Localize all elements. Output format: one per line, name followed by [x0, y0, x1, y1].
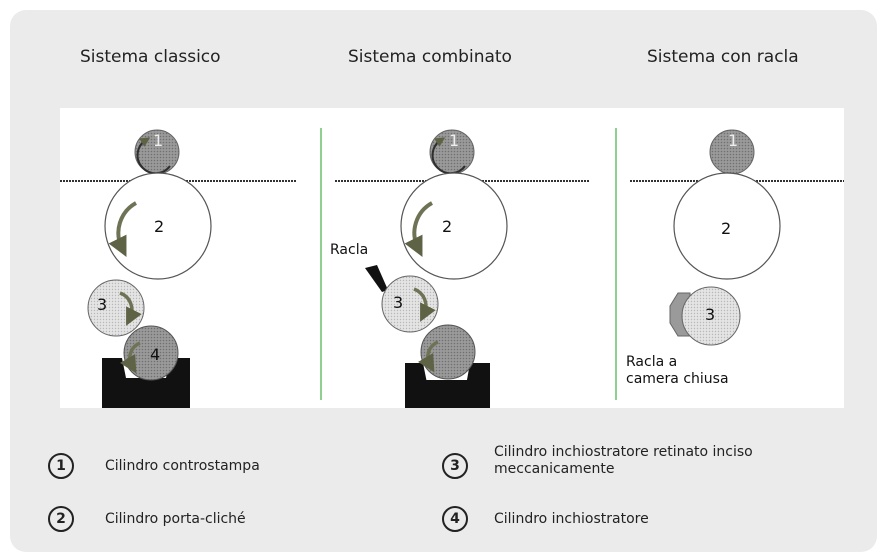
- rotation-arrow: [404, 201, 434, 257]
- ink-roller-4: [123, 325, 179, 381]
- doctor-blade-system-group: [630, 129, 844, 346]
- number-label-1: 1: [153, 131, 164, 150]
- plate-cylinder-2: [104, 172, 212, 280]
- legend-label: Cilindro controstampa: [105, 458, 260, 474]
- title-classic-system: Sistema classico: [80, 47, 221, 67]
- chamber-blade-label-line2: camera chiusa: [626, 371, 729, 387]
- number-label-3: 3: [705, 305, 716, 324]
- legend-label: Cilindro porta-cliché: [105, 511, 246, 527]
- printing-systems-figure: 1 2 3 4 1 2 3 Racla 1 2 3 Racla a camera…: [60, 108, 844, 408]
- legend-label-line2: meccanicamente: [494, 461, 615, 477]
- plate-cylinder-2: [673, 172, 781, 280]
- number-label-2: 2: [154, 217, 165, 236]
- rotation-arrow: [108, 201, 138, 257]
- rotation-arrow: [119, 291, 142, 326]
- number-label-1: 1: [449, 131, 460, 150]
- number-label-4: 4: [150, 345, 161, 364]
- title-combined-system: Sistema combinato: [348, 47, 512, 67]
- legend-label: Cilindro inchiostratore: [494, 511, 649, 527]
- figure-drawing: [60, 128, 844, 408]
- doctor-blade-label: Racla: [330, 242, 369, 258]
- number-label-1: 1: [728, 131, 739, 150]
- rotation-arrow: [431, 137, 466, 175]
- number-label-2: 2: [721, 219, 732, 238]
- rotation-arrow: [136, 137, 171, 175]
- legend-badge: 4: [442, 506, 468, 532]
- classic-system-group: [60, 129, 296, 408]
- rotation-arrow: [413, 287, 436, 322]
- anilox-cylinder-3: [381, 275, 439, 333]
- anilox-cylinder-3: [681, 286, 741, 346]
- title-doctor-blade-system: Sistema con racla: [647, 47, 799, 67]
- rotation-arrow: [120, 341, 141, 374]
- legend-label: Cilindro inchiostratore retinato inciso: [494, 444, 753, 460]
- doctor-blade: [365, 265, 388, 292]
- chamber-blade-label-line1: Racla a: [626, 354, 678, 370]
- number-label-2: 2: [442, 217, 453, 236]
- legend-badge: 3: [442, 453, 468, 479]
- number-label-3: 3: [97, 295, 108, 314]
- rotation-arrow: [418, 340, 439, 373]
- number-label-3: 3: [393, 293, 404, 312]
- plate-cylinder-2: [400, 172, 508, 280]
- diagram-panel: Sistema classico Sistema combinato Siste…: [10, 10, 877, 552]
- legend-badge: 1: [48, 453, 74, 479]
- ink-roller-4: [420, 324, 476, 380]
- legend-badge: 2: [48, 506, 74, 532]
- combined-system-group: [335, 129, 590, 408]
